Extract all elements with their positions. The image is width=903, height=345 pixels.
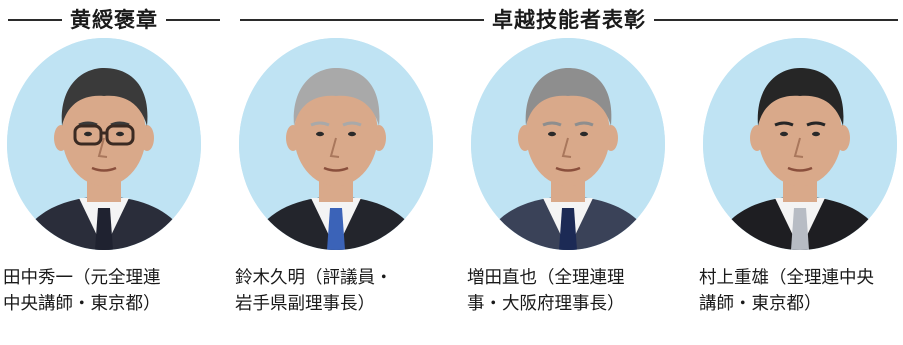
person-portrait-icon [471, 38, 665, 250]
heading-title-outstanding-skill: 卓越技能者表彰 [492, 8, 646, 32]
caption-line-1: 鈴木久明（評議員・ [235, 268, 393, 288]
caption-line-2: 岩手県副理事長） [235, 294, 375, 314]
heading-title-yellow-ribbon: 黄綬褒章 [70, 8, 158, 32]
section-heading-outstanding-skill: 卓越技能者表彰 [240, 6, 898, 34]
person-caption: 村上重雄（全理連中央 講師・東京都） [699, 265, 903, 317]
section-heading-yellow-ribbon: 黄綬褒章 [8, 6, 220, 34]
caption-line-1: 村上重雄（全理連中央 [699, 268, 874, 288]
person-portrait-icon [7, 38, 201, 250]
caption-line-2: 中央講師・東京都） [3, 294, 161, 314]
portrait-photo [471, 38, 665, 250]
person-caption: 鈴木久明（評議員・ 岩手県副理事長） [235, 265, 450, 317]
caption-line-2: 事・大阪府理事長） [467, 294, 625, 314]
person-portrait-icon [239, 38, 433, 250]
portrait-photo [7, 38, 201, 250]
person-caption: 増田直也（全理連理 事・大阪府理事長） [467, 265, 682, 317]
caption-line-1: 田中秀一（元全理連 [3, 268, 161, 288]
caption-line-1: 増田直也（全理連理 [467, 268, 625, 288]
portrait-photo [239, 38, 433, 250]
heading-rule-right [654, 19, 898, 21]
caption-line-2: 講師・東京都） [699, 294, 822, 314]
heading-rule-left [240, 19, 484, 21]
person-caption: 田中秀一（元全理連 中央講師・東京都） [3, 265, 218, 317]
heading-rule-left [8, 19, 62, 21]
portrait-photo [703, 38, 897, 250]
heading-rule-right [166, 19, 220, 21]
person-portrait-icon [703, 38, 897, 250]
